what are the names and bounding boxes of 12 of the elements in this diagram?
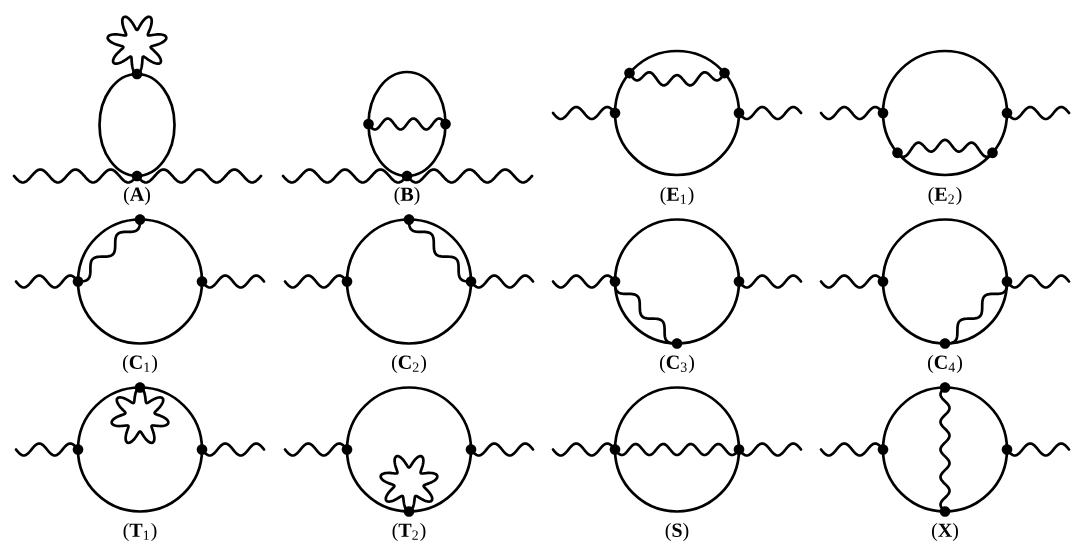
diagram-label: (E$_{2}$) <box>928 186 962 206</box>
diagram-label: (E$_{1}$) <box>660 186 694 206</box>
diagram-label: (C$_{1}$) <box>123 354 157 374</box>
diagram-label: (X) <box>932 522 958 542</box>
diagram-label: (S) <box>665 522 689 542</box>
diagram-label: (C$_{3}$) <box>660 354 694 374</box>
diagram-label: (T$_{1}$) <box>123 522 157 542</box>
diagram-label: (T$_{2}$) <box>392 522 426 542</box>
diagram-label: (C$_{2}$) <box>392 354 426 374</box>
diagram-label: (A) <box>124 186 150 206</box>
diagram-label: (C$_{4}$) <box>928 354 962 374</box>
diagram-label: (B) <box>394 186 420 206</box>
